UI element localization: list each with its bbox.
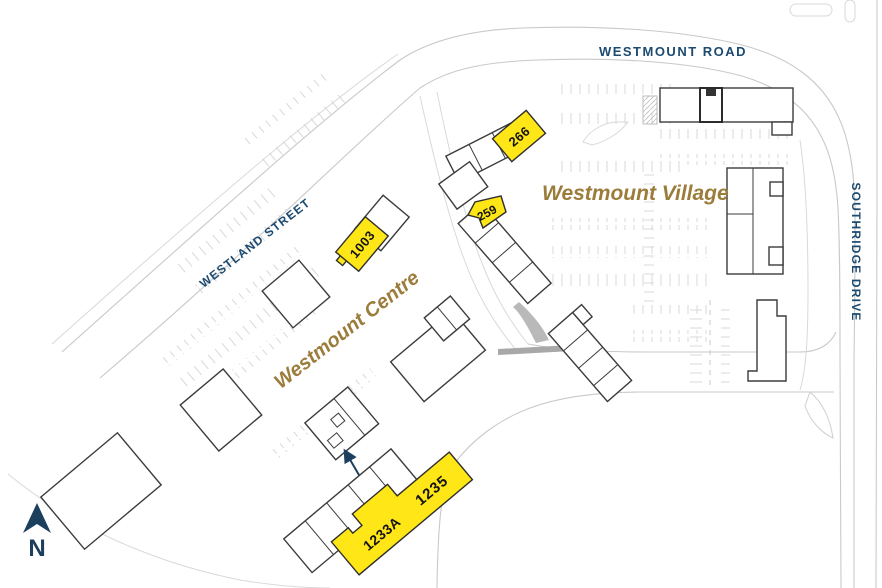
parking-island — [582, 121, 629, 146]
building-centre-detail — [303, 385, 380, 461]
building-village-strip-corner — [437, 160, 489, 211]
internal-road-south-edge — [436, 391, 834, 588]
building-centre-east — [389, 295, 487, 403]
north-arrow-icon — [23, 503, 51, 533]
southridge-drive-east-edge — [875, 0, 878, 588]
village-aisle-east — [799, 139, 809, 391]
road-median — [513, 302, 549, 343]
building-village-east-upper — [726, 167, 784, 275]
building-centre-southwest — [39, 431, 163, 551]
building-village-east-lower — [747, 299, 787, 382]
highlighted-unit-266[interactable]: 266 — [491, 109, 547, 163]
building-village-north — [642, 87, 794, 136]
road-label-southridge-drive: SOUTHRIDGE DRIVE — [849, 182, 863, 321]
village-aisle-west-2 — [419, 95, 519, 353]
westmount-road-north-edge — [61, 26, 856, 588]
highlighted-unit-1233a-1235[interactable]: 1233A 1235 — [326, 441, 474, 576]
annotation-arrow — [343, 448, 360, 476]
road-median-strip — [498, 345, 572, 355]
road-median-outline — [804, 391, 834, 439]
building-centre-square — [261, 259, 331, 329]
highlighted-unit-1003[interactable]: 1003 — [332, 215, 390, 276]
curb-island — [789, 3, 833, 17]
north-arrow-label: N — [28, 535, 45, 562]
north-arrow: N — [23, 503, 51, 562]
parking-lots — [162, 71, 790, 461]
building-village-strip-lower-arm — [457, 202, 553, 305]
building-centre-midleft — [179, 368, 263, 452]
curb-island — [844, 0, 856, 23]
highlighted-unit-259[interactable]: 259 — [466, 195, 507, 230]
area-label-westmount-village: Westmount Village — [542, 182, 729, 205]
westland-sidewalk-line — [51, 53, 399, 345]
westmount-road-south-edge — [99, 58, 842, 588]
building-village-south-strip — [547, 303, 633, 403]
road-label-westmount-road: WESTMOUNT ROAD — [599, 44, 747, 59]
